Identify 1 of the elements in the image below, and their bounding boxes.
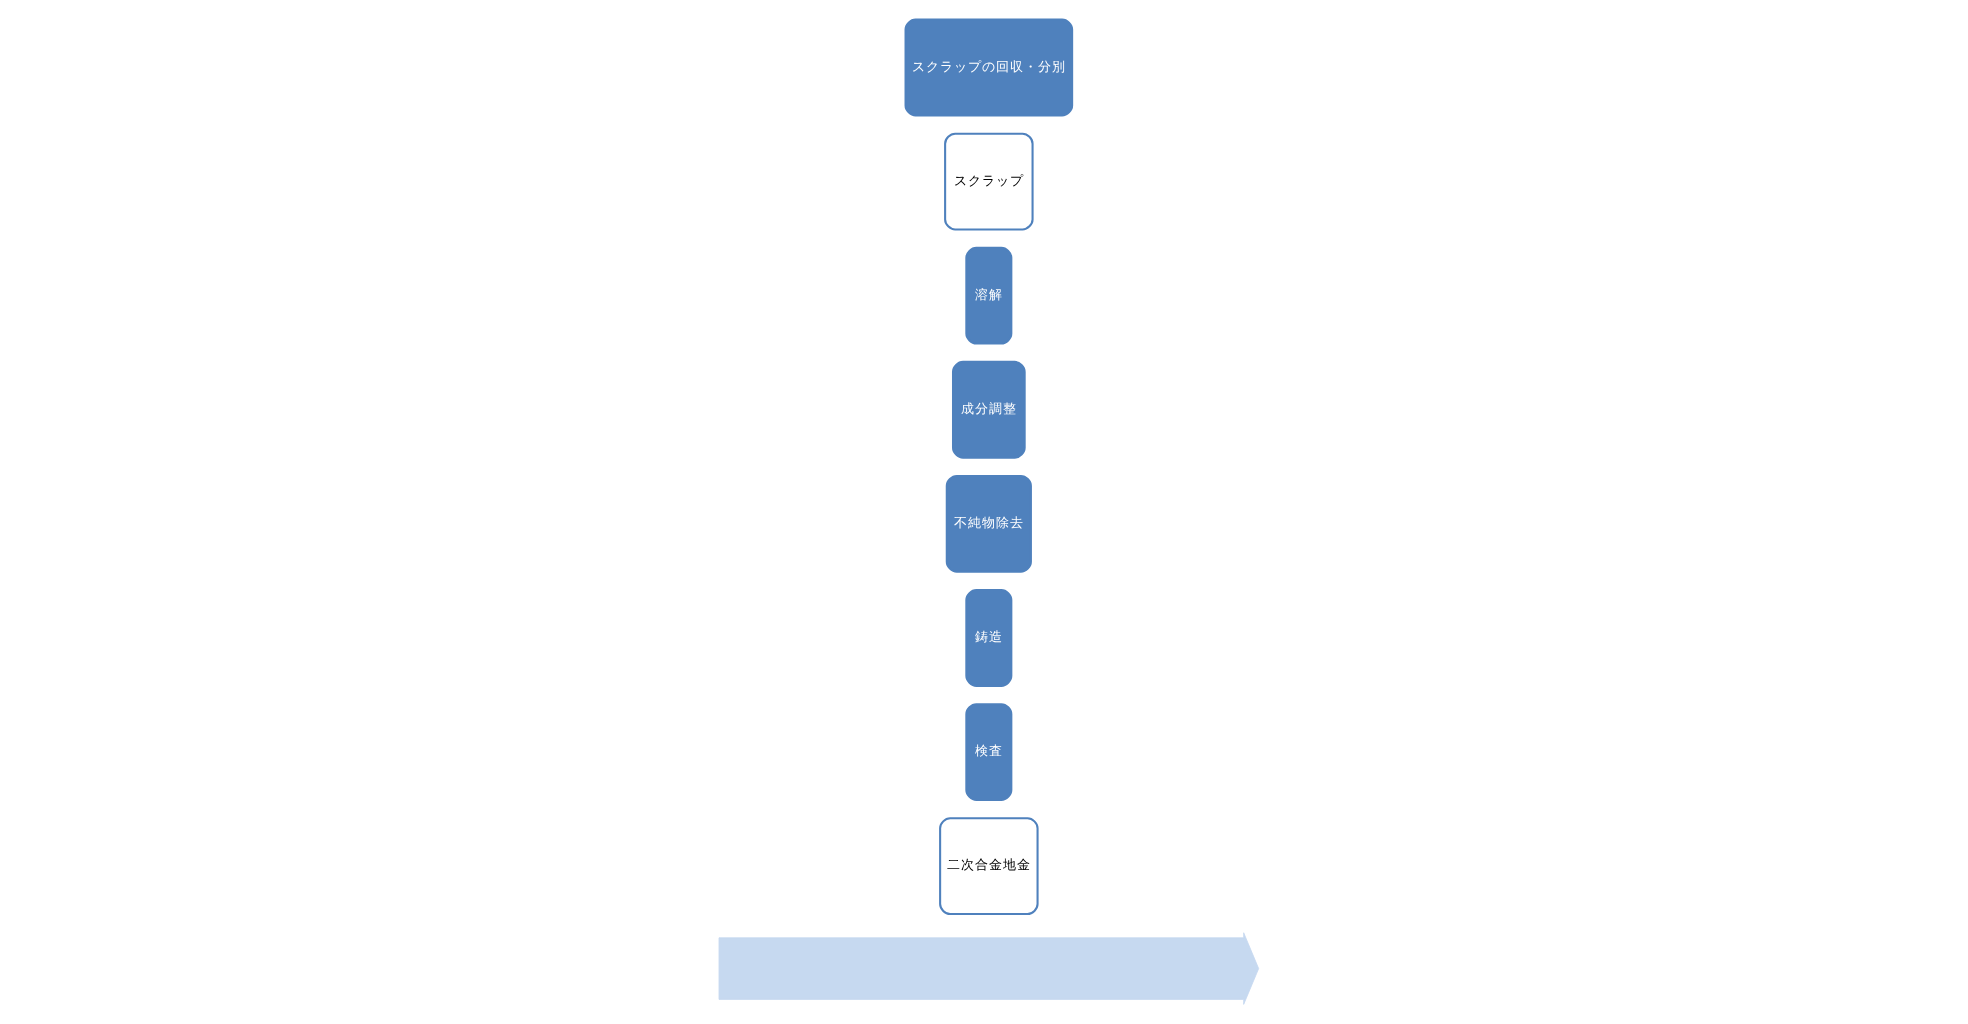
node-arrow — [717, 932, 1259, 1005]
